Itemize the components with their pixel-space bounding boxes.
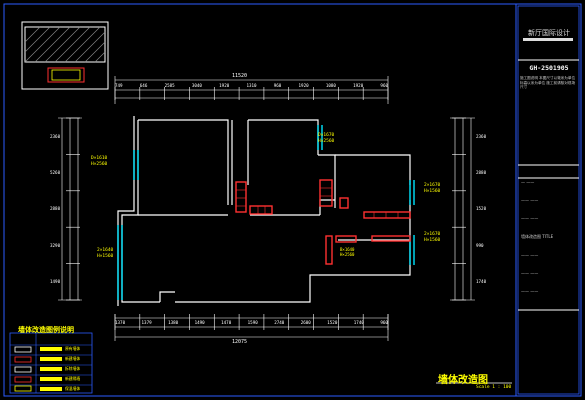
room-label: 2×1640 H×1560 (97, 248, 114, 259)
dim-label: 1920 (219, 83, 230, 88)
project-code: GH-2501905 (529, 64, 569, 72)
outer-frame (3, 3, 582, 397)
dim-label: 2360 (50, 133, 61, 139)
titleblock-row: —— —— (521, 271, 539, 276)
room-label: 2×1670 H×1560 (424, 232, 441, 243)
dim-label: 1310 (246, 83, 257, 88)
top-dim-row: 749 646 2585 3040 1920 1310 960 1920 1080 1920 960 (115, 83, 388, 88)
legend-label: 新建隔墙 (65, 376, 81, 381)
room-label: 2×1670 H×1560 (424, 183, 441, 194)
title-block (517, 5, 580, 395)
dim-label: 1920 (353, 83, 364, 88)
legend-label: 原有墙体 (65, 346, 81, 351)
dim-label: 2880 (50, 206, 61, 212)
legend-swatch (40, 367, 62, 371)
windows (117, 125, 415, 300)
titleblock-rows: — —— —— —— —— —— 墙体改造图 TITLE —— —— —— —— —— —— (521, 180, 577, 294)
legend-label: 保温墙体 (65, 386, 81, 391)
dim-label: 990 (476, 242, 484, 248)
legend-label: 拆除墙体 (65, 366, 81, 371)
legend-swatch (40, 387, 62, 391)
dim-label: 1520 (476, 206, 487, 212)
dim-label: 1740 (353, 320, 364, 325)
dim-label: 960 (380, 83, 388, 88)
right-dim-col: 2360 2880 1520 990 1740 (476, 118, 486, 300)
company-name: 新厅国际设计 (528, 29, 570, 37)
dim-label: 960 (380, 320, 388, 325)
dim-label: 1490 (194, 320, 205, 325)
dim-label: 1490 (50, 279, 61, 285)
legend-item: 保温墙体 (40, 386, 80, 392)
dim-label: 1080 (325, 83, 336, 88)
room-label: B×1640 H×2560 (340, 247, 355, 257)
dims-top-total: 11520 (232, 73, 248, 79)
dim-label: 2360 (476, 133, 487, 139)
dim-label: 2600 (300, 320, 311, 325)
dimension-ticks (66, 87, 466, 330)
legend-label: 新建墙体 (65, 356, 81, 361)
dims-bottom-total: 12075 (232, 339, 248, 345)
bottom-dimensions (114, 314, 389, 341)
room-label: D×1670 H×2560 (318, 133, 335, 144)
dim-label: 960 (273, 83, 282, 88)
room-label: D×1610 H×2560 (91, 156, 108, 167)
dim-label: 2585 (164, 83, 175, 88)
titleblock-notes: 施工图说明 本图尺寸以毫米为单位 标高以米为单位 施工前请核对现场尺寸 (520, 76, 576, 89)
legend-swatch (40, 347, 62, 351)
legend-item: 新建隔墙 (40, 376, 80, 382)
drawing-title: 墙体改造图 (438, 375, 488, 386)
dim-label: 1590 (247, 320, 258, 325)
legend-items: 原有墙体新建墙体拆除墙体新建隔墙保温墙体 (40, 346, 80, 392)
titleblock-row: —— —— (521, 289, 539, 294)
dim-label: 5260 (50, 170, 61, 176)
legend-item: 原有墙体 (40, 346, 80, 352)
dim-label: 1370 (115, 320, 126, 325)
legend-swatch (40, 357, 62, 361)
dim-label: 1740 (476, 279, 487, 285)
dim-label: 2740 (274, 320, 285, 325)
top-dimensions (114, 76, 389, 104)
bottom-dim-row: 1370 1379 1380 1490 1470 1590 2740 2600 1520 1740… (115, 320, 388, 325)
walls (117, 116, 411, 306)
titleblock-row: —— —— (521, 253, 539, 258)
dim-label: 3290 (50, 242, 61, 248)
right-dimensions (450, 117, 475, 301)
titleblock-row: 墙体改造图 TITLE (521, 234, 554, 239)
dim-label: 1380 (168, 320, 179, 325)
dim-label: 646 (139, 83, 148, 88)
legend-item: 拆除墙体 (40, 366, 80, 372)
legend-swatch (40, 377, 62, 381)
key-plan (21, 21, 109, 90)
drawing-scale: Scale 1 : 100 (476, 385, 512, 390)
left-dimensions (58, 117, 82, 301)
demolish-walls (235, 179, 411, 265)
left-dim-col: 2360 5260 2880 3290 1490 (50, 118, 60, 300)
titleblock-row: — —— (521, 180, 535, 185)
legend-box (9, 332, 93, 394)
dim-label: 3040 (191, 83, 202, 88)
legend-item: 新建墙体 (40, 356, 80, 362)
dim-label: 1520 (327, 320, 338, 325)
legend-title: 墙体改造图例说明 (18, 326, 74, 334)
titleblock-row: —— —— (521, 198, 539, 203)
dim-label: 1379 (141, 320, 152, 325)
dim-label: 1920 (298, 83, 309, 88)
dim-label: 1470 (221, 320, 232, 325)
dim-label: 749 (115, 83, 123, 88)
titleblock-row: —— —— (521, 216, 539, 221)
dim-label: 2880 (476, 170, 487, 176)
demolish-hatch (236, 187, 399, 218)
